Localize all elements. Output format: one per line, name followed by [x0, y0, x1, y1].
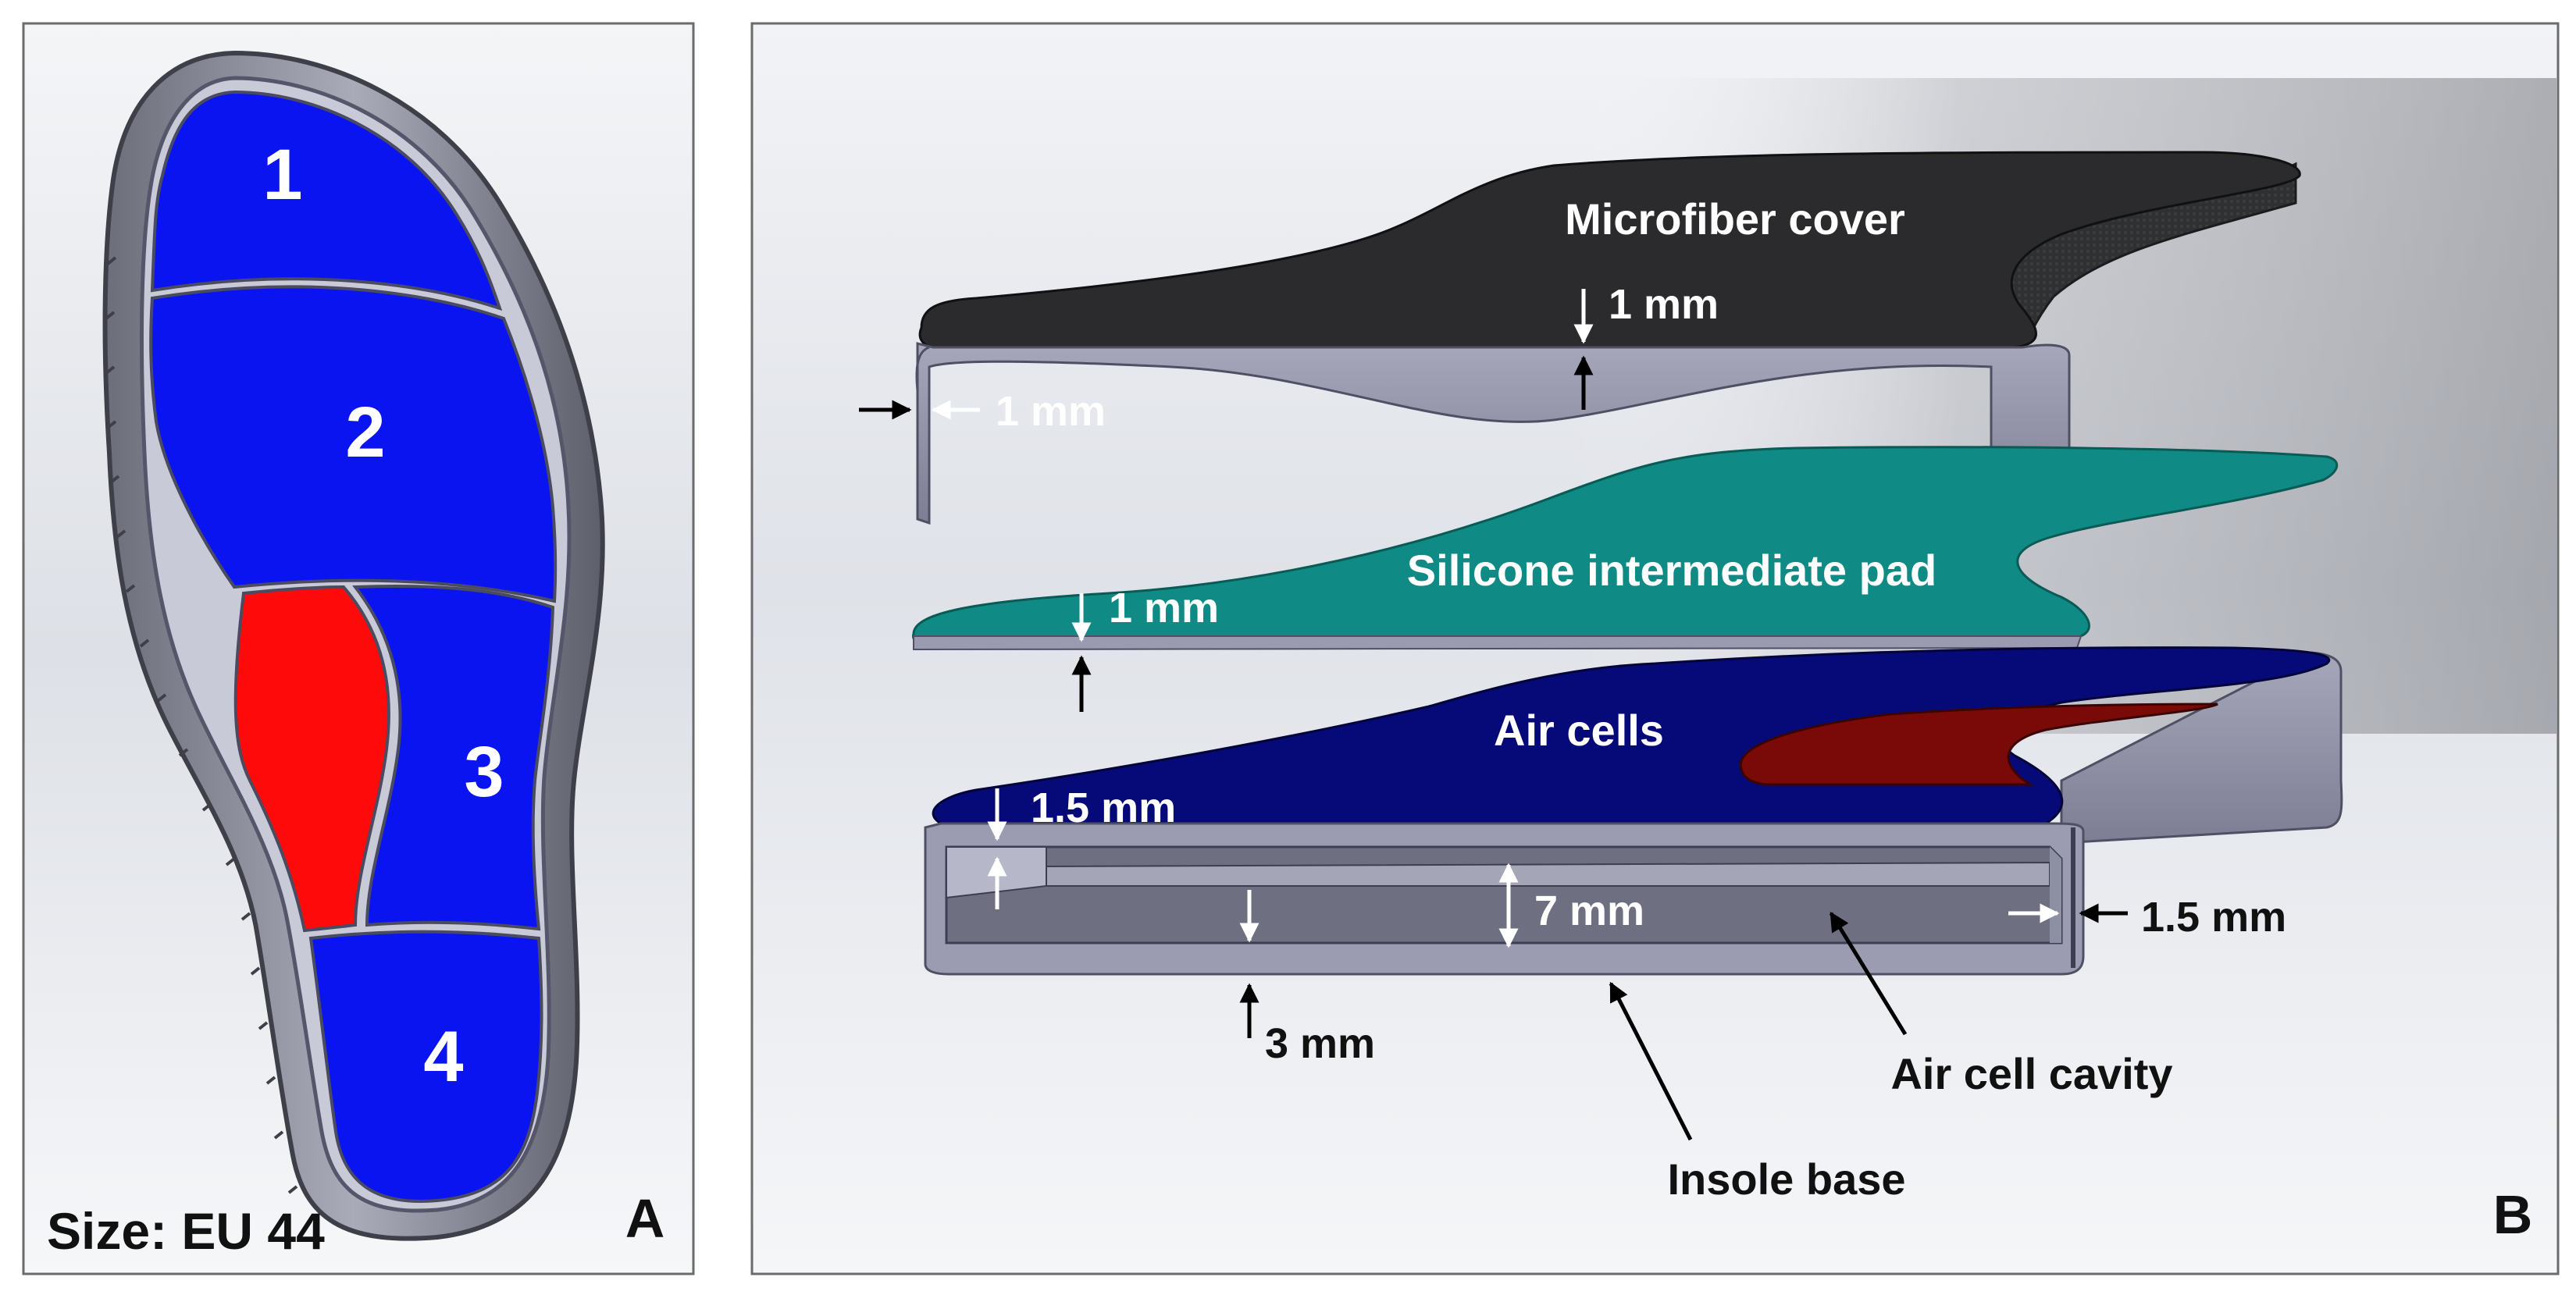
label-air-cells: Air cells [1494, 706, 1664, 755]
dim-cell-wall: 1.5 mm [2141, 894, 2286, 941]
size-label: Size: EU 44 [47, 1202, 325, 1260]
tread-edge [105, 256, 298, 1194]
panel-b: Microfiber cover Silicone intermediate p… [750, 22, 2560, 1275]
dim-base-thickness: 3 mm [1265, 1020, 1375, 1067]
air-cells-base [924, 646, 2343, 976]
dim-cover-thickness: 1 mm [1609, 281, 1719, 328]
dim-cavity-height: 7 mm [1534, 888, 1644, 934]
dim-cover-wall: 1 mm [996, 388, 1106, 435]
pointer-base [1609, 981, 1693, 1141]
zone-label-2: 2 [345, 393, 385, 472]
zone-1 [150, 90, 503, 311]
zone-4 [308, 930, 543, 1203]
panel-b-letter: B [2493, 1184, 2533, 1245]
callout-air-cell-cavity: Air cell cavity [1890, 1049, 2172, 1098]
dim-cell-top: 1.5 mm [1031, 784, 1176, 831]
callout-insole-base: Insole base [1667, 1154, 1905, 1204]
pointer-cavity [1829, 911, 1908, 1036]
label-microfiber-cover: Microfiber cover [1565, 194, 1905, 244]
microfiber-cover [915, 151, 2301, 525]
zone-3-red [233, 585, 390, 933]
label-silicone-pad: Silicone intermediate pad [1407, 546, 1936, 595]
zone-label-1: 1 [262, 135, 302, 215]
silicone-pad [912, 446, 2338, 651]
zone-label-4: 4 [423, 1017, 463, 1097]
panel-a-letter: A [625, 1188, 665, 1249]
panel-a: 1 2 3 4 Size: EU 44 A [22, 22, 695, 1275]
zone-label-3: 3 [464, 732, 504, 812]
dim-pad-thickness: 1 mm [1109, 585, 1219, 631]
zone-3 [352, 584, 555, 931]
zone-2 [149, 285, 558, 603]
